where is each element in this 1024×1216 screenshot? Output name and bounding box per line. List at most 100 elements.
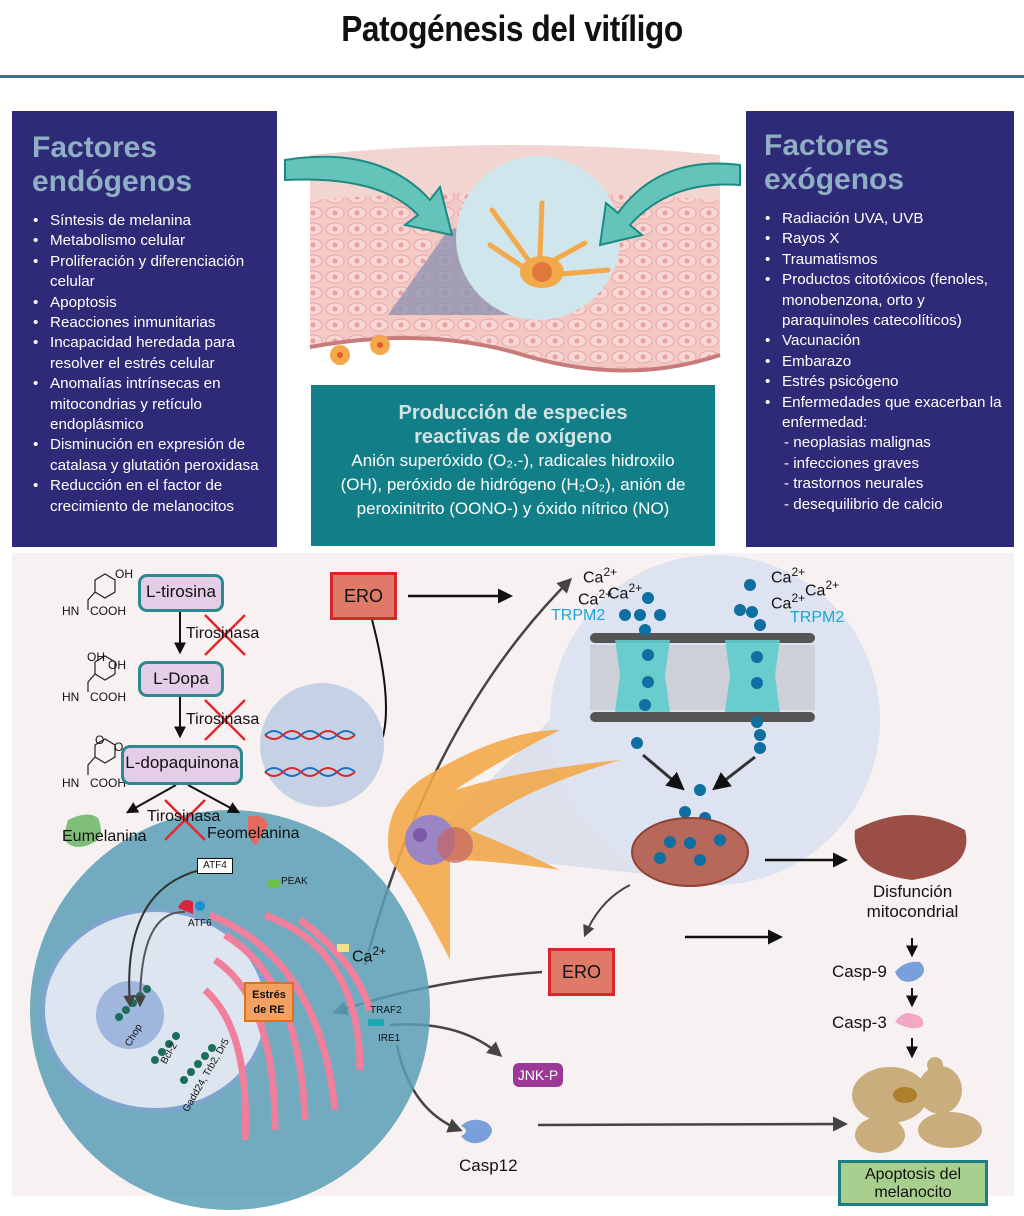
eumelanin-label: Eumelanina [62,828,147,845]
list-item: Radiación UVA, UVB [765,209,1014,230]
list-item: Enfermedades que exacerban la enfermedad… [765,393,1014,434]
peak-label: PEAK [281,876,308,887]
sub-list-item: - infecciones graves [784,454,920,472]
calcium-label: Ca2+ [583,565,618,587]
chemical-structure-icon [87,573,116,775]
endogenous-heading: Factores endógenos [32,131,193,198]
page-title: Patogénesis del vitíligo [341,8,683,49]
trpm2-label: TRPM2 [551,607,606,624]
casp12-label: Casp12 [459,1156,518,1175]
ros-body-line: Anión superóxido (O₂.-), radicales hidro… [351,451,675,470]
melanocyte-nucleus [532,262,552,282]
ros-node: ERO [330,572,397,620]
ire1-receptor-icon [368,1019,384,1026]
apoptotic-bodies-icon [852,1057,982,1153]
endoplasmic-reticulum-icon [202,911,374,1141]
arrow [125,784,177,814]
mito-calcium-icon [654,834,726,866]
list-item: Productos citotóxicos (fenoles, monobenz… [765,270,1014,331]
skin-illustration [284,145,741,373]
casp12-icon [461,1119,492,1144]
arrow [187,784,241,814]
list-item: Estrés psicógeno [765,372,1014,393]
structure-label: COOH [90,690,126,704]
arrow [583,884,631,938]
sub-list-item: - neoplasias malignas [784,434,931,452]
calcium-label: Ca2+ [771,565,806,587]
structure-label: COOH [90,776,126,790]
melanocyte-icon [388,730,620,960]
left-factor-arrow-icon [284,155,454,237]
eumelanin-icon [63,814,102,847]
l-dopa-node: L-Dopa [138,661,224,697]
calcium-label: Ca2+ [805,578,840,600]
enzyme-label: Tirosinasa [186,711,260,728]
list-item: Embarazo [765,352,1014,373]
traf2-label: TRAF2 [370,1005,402,1016]
list-item: Reducción en el factor de crecimiento de… [33,476,277,517]
calcium-label: Ca2+ [608,581,643,603]
exogenous-factors-panel: Factores exógenos Radiación UVA, UVB Ray… [746,111,1014,547]
structure-label: O [114,740,124,754]
sub-list-item: - trastornos neurales [784,475,924,493]
list-item: Proliferación y diferenciación celular [33,252,277,293]
exogenous-heading: Factores exógenos [764,129,905,196]
title-divider [0,75,1024,78]
list-item: Metabolismo celular [33,231,277,252]
structure-label: HN [62,604,80,618]
nucleolus-icon [96,981,164,1049]
structure-label: OH [115,567,133,581]
trpm2-channel-icon [615,640,780,712]
dna-icon [264,730,356,777]
melanocyte-zoom-circle [456,156,620,320]
sub-list-item: - desequilibrio de calcio [784,495,943,513]
pheomelanin-icon [247,815,268,845]
arrow [134,910,186,1008]
structure-label: HN [62,690,80,704]
casp9-label: Casp-9 [832,962,887,981]
peak-receptor-icon [268,880,280,888]
exogenous-list: Radiación UVA, UVB Rayos X Traumatismos … [764,209,1014,515]
right-factor-arrow-icon [598,162,741,247]
pheomelanin-label: Feomelanina [207,825,300,842]
dna-zoom-circle [260,683,384,807]
calcium-channel-icon [337,944,349,952]
inhibition-x-icon [164,614,246,841]
ros-node-er: ERO [548,948,615,996]
casp3-icon [895,1013,924,1029]
list-item: Reacciones inmunitarias [33,313,277,334]
mitochondrion-icon [631,817,749,887]
list-item: Incapacidad heredada para resolver el es… [33,333,277,374]
structure-label: COOH [90,604,126,618]
list-item: Anomalías intrínsecas en mitocondrias y … [33,374,277,435]
atf6-receptor-icon [178,900,193,914]
list-item: Síntesis de melanina [33,211,277,232]
list-item: Disminución en expresión de catalasa y g… [33,435,277,476]
ire1-label: IRE1 [378,1033,401,1044]
list-item: Rayos X [765,229,1014,250]
casp9-icon [895,961,925,982]
endogenous-factors-panel: Factores endógenos Síntesis de melanina … [12,111,277,547]
ros-body-line: (OH), peróxido de hidrógeno (H₂O₂), anió… [340,475,686,494]
structure-label: HN [62,776,80,790]
arrow [537,1116,848,1132]
l-tyrosine-node: L-tirosina [138,574,224,612]
jnk-p-badge: JNK-P [513,1063,563,1087]
calcium-label: Ca2+ [352,944,387,966]
list-item: Traumatismos [765,250,1014,271]
list-item: Apoptosis [33,293,277,314]
damaged-mitochondrion-icon [854,815,967,880]
basal-melanocytes-icon [330,335,390,365]
structure-label: OH [108,658,126,672]
calcium-label: Ca2+ [771,591,806,613]
list-item: Vacunación [765,331,1014,352]
calcium-ions-icon [619,579,766,824]
endogenous-list: Síntesis de melanina Metabolismo celular… [32,211,277,517]
atf4-label: ATF4 [197,858,233,874]
structure-label: OH [87,650,105,664]
enzyme-label: Tirosinasa [186,625,260,642]
